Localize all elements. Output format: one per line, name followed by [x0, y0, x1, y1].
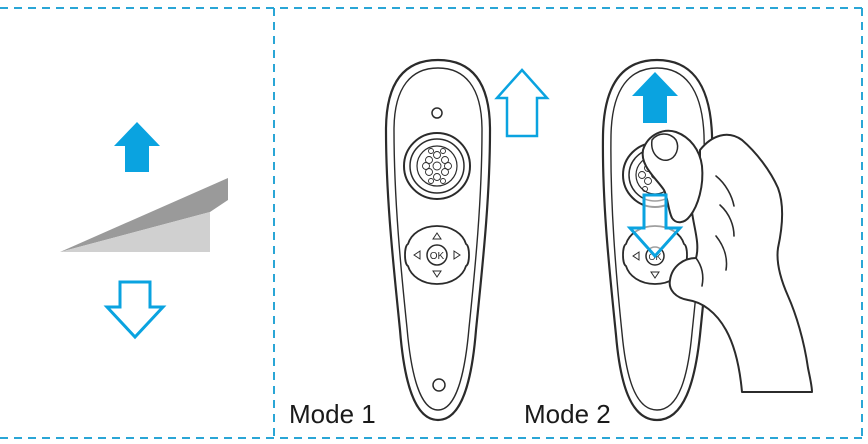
outline-down-arrow-icon [103, 280, 167, 340]
indicator-light [431, 107, 443, 119]
dashed-frame [0, 7, 868, 439]
mode1-label: Mode 1 [289, 399, 376, 429]
hand [641, 129, 813, 393]
mode1-remote: OK [384, 58, 492, 422]
ok-button [426, 244, 448, 266]
solid-up-arrow-icon [632, 72, 678, 123]
trackball [403, 132, 471, 200]
tilt-panel [60, 122, 228, 340]
right-triangle-icon [453, 250, 461, 260]
up-triangle-icon [432, 232, 442, 240]
left-triangle-icon [632, 251, 640, 261]
dpad: OK [404, 225, 470, 285]
ok-label: OK [430, 251, 445, 262]
tilt-wedge [60, 178, 228, 252]
outline-down-arrow-icon [626, 193, 684, 259]
mode2-label: Mode 2 [524, 399, 611, 429]
mode2-remote: OK [601, 58, 813, 422]
down-triangle-icon [432, 270, 442, 278]
solid-up-arrow-icon [114, 122, 160, 172]
left-triangle-icon [413, 250, 421, 260]
bottom-button [432, 378, 446, 392]
down-triangle-icon [650, 271, 660, 279]
thumbnail [651, 133, 679, 162]
outline-up-arrow-icon [494, 68, 550, 138]
